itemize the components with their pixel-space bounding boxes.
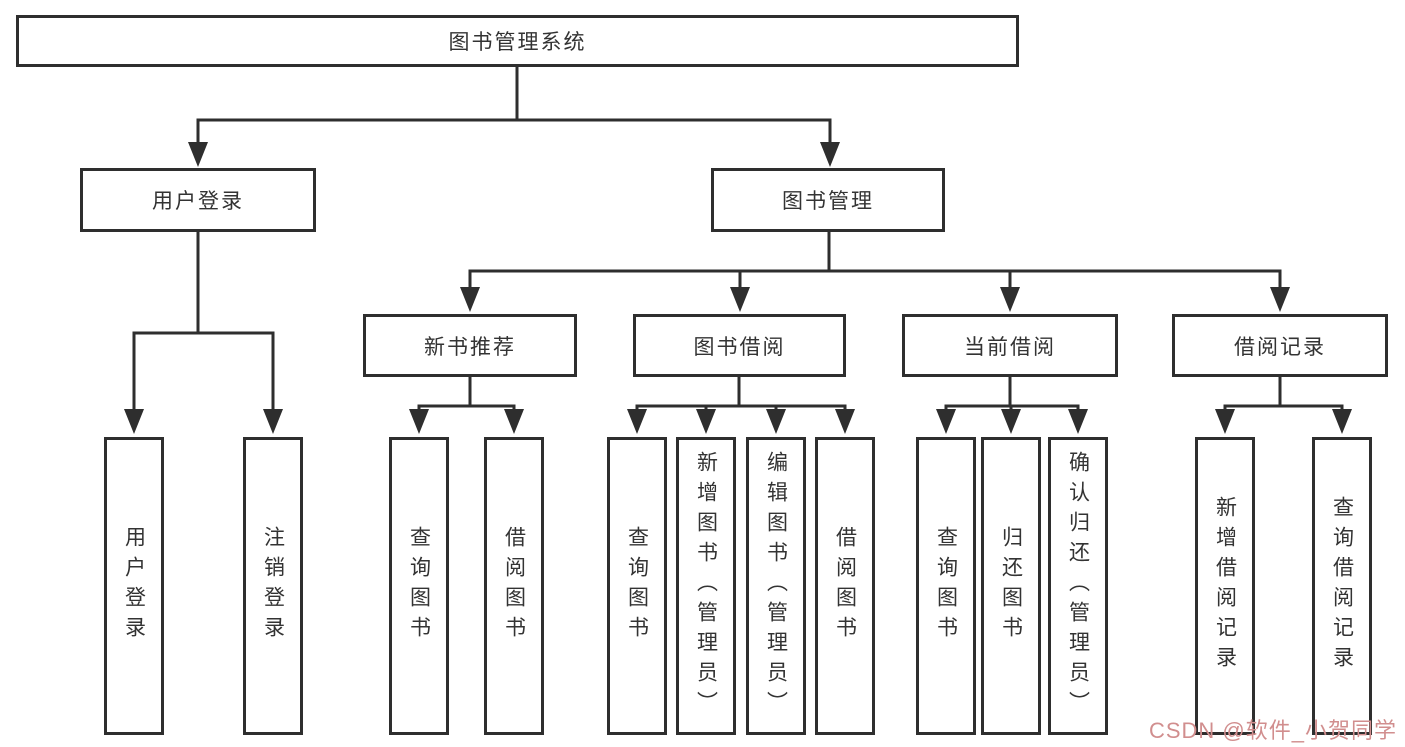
node-label: 新书推荐 [424, 335, 516, 359]
node-label: 用户登录 [122, 526, 146, 646]
node-label: 借阅图书 [502, 526, 526, 646]
node-label: 当前借阅 [964, 335, 1056, 359]
node-book-management-branch: 图书管理 [711, 168, 945, 232]
node-label: 查询图书 [625, 526, 649, 646]
leaf-confirm-return-admin: 确认归还（管理员） [1048, 437, 1108, 735]
node-label: 查询图书 [934, 526, 958, 646]
leaf-user-login: 用户登录 [104, 437, 164, 735]
leaf-query-borrow-record: 查询借阅记录 [1312, 437, 1372, 735]
node-label: 借阅记录 [1234, 335, 1326, 359]
node-current-borrow: 当前借阅 [902, 314, 1118, 377]
leaf-add-borrow-record: 新增借阅记录 [1195, 437, 1255, 735]
node-label: 新增借阅记录 [1213, 496, 1237, 676]
node-book-borrow: 图书借阅 [633, 314, 846, 377]
node-library-management-system: 图书管理系统 [16, 15, 1019, 67]
leaf-borrow-books: 借阅图书 [484, 437, 544, 735]
leaf-query-books-3: 查询图书 [916, 437, 976, 735]
node-label: 确认归还（管理员） [1066, 451, 1090, 721]
node-label: 用户登录 [152, 190, 244, 213]
node-label: 新增图书（管理员） [694, 451, 718, 721]
leaf-query-books: 查询图书 [389, 437, 449, 735]
node-borrow-records: 借阅记录 [1172, 314, 1388, 377]
leaf-edit-books-admin: 编辑图书（管理员） [746, 437, 806, 735]
node-label: 编辑图书（管理员） [764, 451, 788, 721]
node-user-login-branch: 用户登录 [80, 168, 316, 232]
node-label: 查询借阅记录 [1330, 496, 1354, 676]
leaf-query-books-2: 查询图书 [607, 437, 667, 735]
node-label: 图书管理系统 [448, 31, 587, 54]
node-label: 图书借阅 [693, 335, 786, 359]
leaf-logout: 注销登录 [243, 437, 303, 735]
node-label: 借阅图书 [833, 526, 857, 646]
leaf-return-books: 归还图书 [981, 437, 1041, 735]
leaf-add-books-admin: 新增图书（管理员） [676, 437, 736, 735]
node-label: 查询图书 [407, 526, 431, 646]
node-label: 注销登录 [261, 526, 285, 646]
node-new-book-recommend: 新书推荐 [363, 314, 577, 377]
node-label: 图书管理 [782, 190, 874, 213]
leaf-borrow-books-2: 借阅图书 [815, 437, 875, 735]
node-label: 归还图书 [999, 526, 1023, 646]
